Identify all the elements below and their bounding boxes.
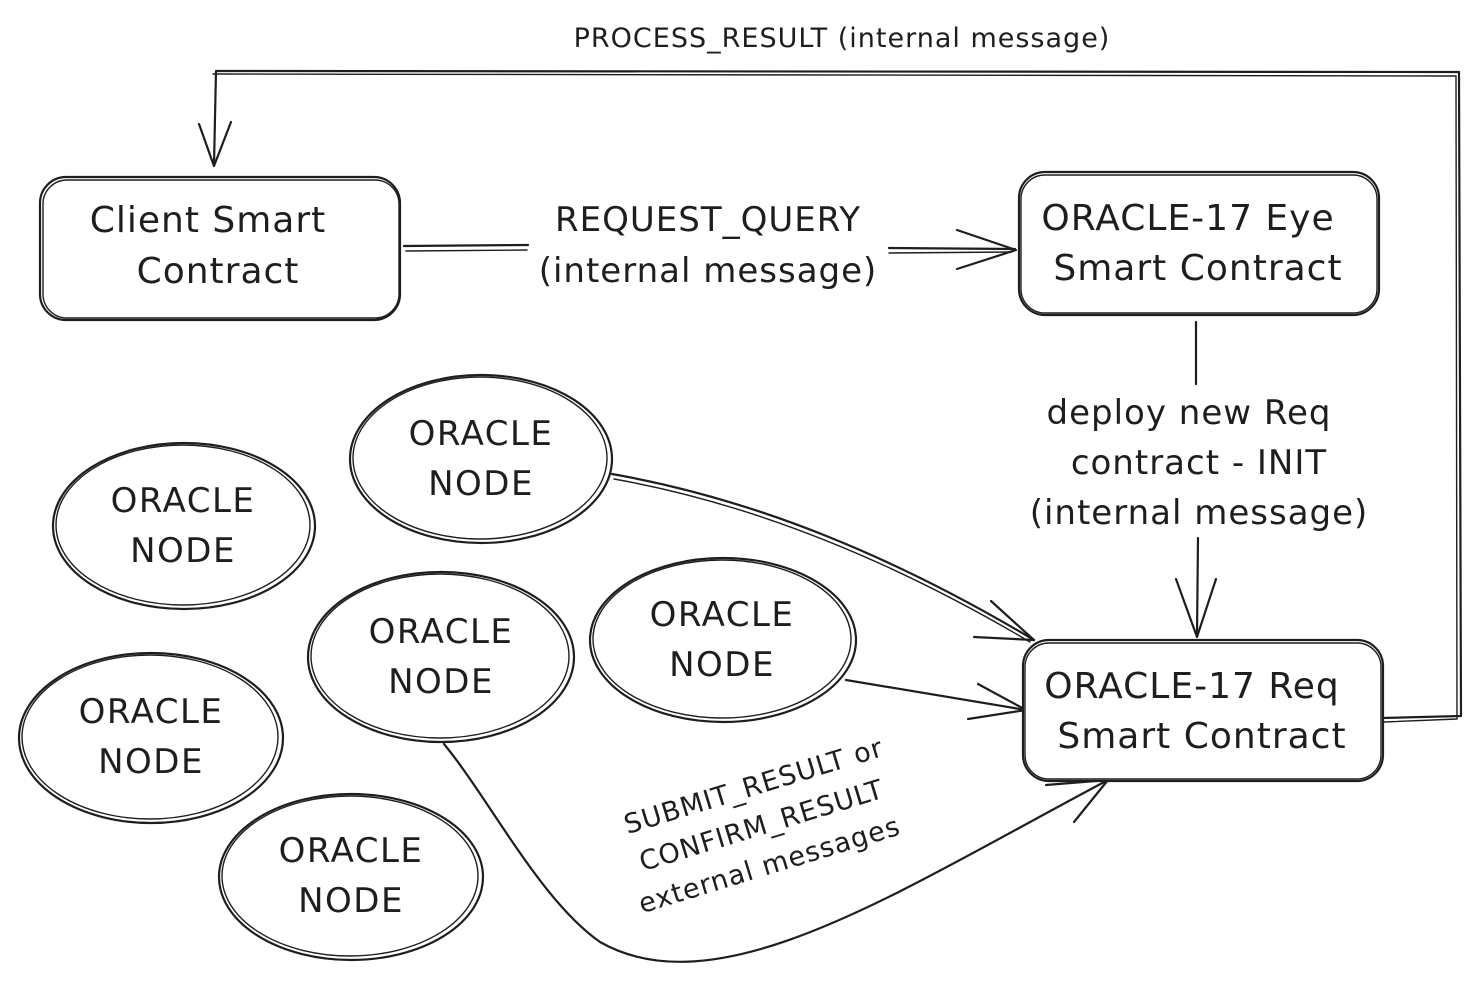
- request-query-label-line1: REQUEST_QUERY: [555, 200, 861, 240]
- oracle-node: ORACLE NODE: [588, 556, 858, 724]
- oracle-node-label-line2: NODE: [98, 742, 204, 782]
- req-smart-contract-node: ORACLE-17 Req Smart Contract: [1021, 638, 1385, 783]
- oracle-node-label-line1: ORACLE: [409, 414, 554, 454]
- oracle-node: ORACLE NODE: [17, 651, 285, 825]
- edge-process-result: [197, 69, 1463, 723]
- oracle-node-label-line1: ORACLE: [79, 692, 224, 732]
- client-label-line2: Contract: [137, 251, 300, 292]
- deploy-label-line1: deploy new Req: [1047, 393, 1332, 433]
- submit-result-label: SUBMIT_RESULT or CONFIRM_RESULT external…: [620, 732, 904, 920]
- process-result-label: PROCESS_RESULT (internal message): [574, 23, 1111, 54]
- oracle-node-label-line2: NODE: [130, 531, 236, 571]
- oracle-node: ORACLE NODE: [306, 570, 576, 744]
- oracle-node-label-line2: NODE: [388, 662, 494, 702]
- oracle-node-label-line1: ORACLE: [111, 481, 256, 521]
- arrowhead-oracle-top: [972, 599, 1036, 642]
- deploy-label-line3: (internal message): [1030, 493, 1369, 533]
- edge-deploy: [1174, 320, 1218, 639]
- eye-label-line1: ORACLE-17 Eye: [1041, 198, 1334, 239]
- oracle-node: ORACLE NODE: [348, 373, 614, 545]
- oracle-node-label-line1: ORACLE: [369, 612, 514, 652]
- edge-oracle-mid-to-req: [844, 678, 1028, 721]
- request-query-label-line2: (internal message): [539, 251, 878, 291]
- deploy-label-line2: contract - INIT: [1071, 443, 1327, 483]
- eye-smart-contract-node: ORACLE-17 Eye Smart Contract: [1017, 170, 1381, 317]
- oracle-node-label-line1: ORACLE: [650, 595, 795, 635]
- oracle-node-label-line2: NODE: [669, 645, 775, 685]
- arrowhead-deploy: [1174, 577, 1218, 639]
- client-smart-contract-node: Client Smart Contract: [38, 175, 402, 322]
- eye-label-line2: Smart Contract: [1053, 248, 1342, 289]
- arrowhead-oracle-curve: [1044, 778, 1110, 824]
- edge-request-query: [402, 228, 1018, 271]
- req-label-line2: Smart Contract: [1057, 716, 1346, 757]
- oracle-node: ORACLE NODE: [51, 441, 317, 611]
- oracle-node-label-line1: ORACLE: [279, 831, 424, 871]
- oracle-node-label-line2: NODE: [298, 881, 404, 921]
- client-label-line1: Client Smart: [90, 200, 327, 241]
- oracle-node-label-line2: NODE: [428, 464, 534, 504]
- oracle-node: ORACLE NODE: [217, 792, 485, 962]
- edge-oracle-top-to-req: [610, 472, 1036, 643]
- req-label-line1: ORACLE-17 Req: [1044, 666, 1339, 707]
- arrowhead-request-query: [955, 228, 1018, 271]
- arrowhead-process-result: [197, 120, 233, 168]
